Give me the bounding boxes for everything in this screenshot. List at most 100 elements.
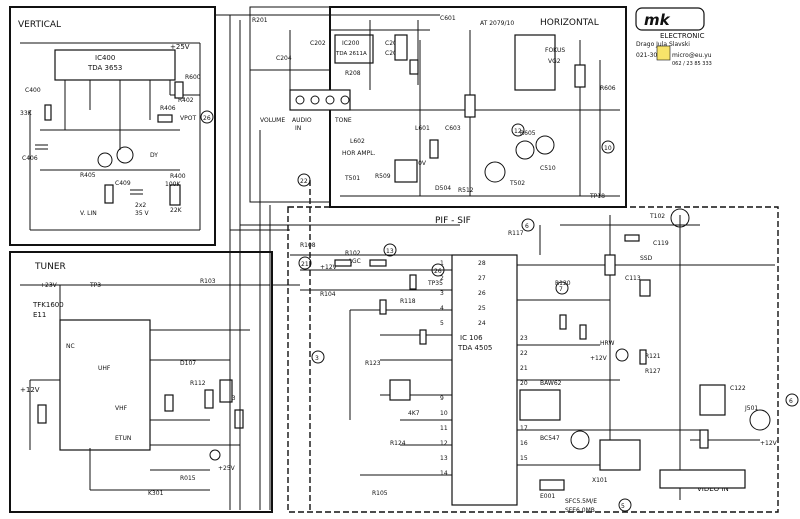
svg-text:HRW: HRW	[600, 340, 614, 347]
svg-text:K301: K301	[148, 490, 164, 497]
sf-filter	[539, 479, 565, 491]
label-horizontal: HORIZONTAL	[540, 18, 599, 28]
logo: mk ELECTRONIC Drago Jula Slavski 021-30 …	[635, 7, 712, 67]
svg-text:L602: L602	[350, 138, 365, 145]
vertical-section-box	[9, 6, 216, 246]
coil-l103	[389, 379, 411, 401]
svg-text:FOKUS: FOKUS	[545, 47, 565, 54]
svg-text:VG2: VG2	[548, 58, 561, 65]
svg-text:16: 16	[520, 440, 528, 447]
label-video-in: VIDEO IN	[697, 485, 729, 493]
node-12	[511, 123, 525, 137]
svg-text:26: 26	[434, 268, 442, 275]
svg-text:17: 17	[520, 425, 528, 432]
tuner-section-box	[9, 251, 273, 513]
svg-text:28: 28	[478, 260, 486, 267]
svg-text:R509: R509	[375, 173, 391, 180]
svg-text:25: 25	[478, 305, 486, 312]
svg-text:12: 12	[440, 440, 448, 447]
svg-text:14: 14	[440, 470, 448, 477]
svg-text:VOLUME: VOLUME	[260, 117, 285, 124]
node-26	[200, 110, 214, 124]
svg-text:R108: R108	[300, 242, 316, 249]
svg-text:IC200: IC200	[342, 40, 360, 47]
svg-text:R208: R208	[345, 70, 361, 77]
svg-text:C113: C113	[625, 275, 641, 282]
svg-text:ETUN: ETUN	[115, 435, 131, 442]
svg-text:22: 22	[520, 350, 528, 357]
svg-text:TDA 2611A: TDA 2611A	[335, 51, 367, 57]
plus25-label: +25V	[170, 43, 190, 51]
svg-text:R127: R127	[645, 368, 661, 375]
svg-text:1: 1	[440, 260, 444, 267]
svg-text:D504: D504	[435, 185, 451, 192]
svg-text:R400: R400	[170, 173, 186, 180]
svg-text:R402: R402	[178, 97, 194, 104]
svg-text:HOR AMPL.: HOR AMPL.	[342, 150, 376, 157]
svg-text:R112: R112	[190, 380, 206, 387]
svg-text:5: 5	[621, 503, 625, 510]
svg-text:R120: R120	[555, 280, 571, 287]
svg-text:2x2: 2x2	[135, 202, 146, 209]
svg-text:4: 4	[440, 305, 444, 312]
svg-text:BC547: BC547	[540, 435, 560, 442]
svg-text:R105: R105	[372, 490, 388, 497]
svg-text:R104: R104	[320, 291, 336, 298]
svg-text:T102: T102	[649, 213, 665, 220]
svg-text:BAW62: BAW62	[540, 380, 562, 387]
flyback-transformer	[514, 34, 556, 91]
svg-text:26: 26	[478, 290, 486, 297]
ic106-body	[451, 254, 518, 506]
node-6b	[785, 393, 799, 407]
svg-text:4K7: 4K7	[408, 410, 420, 417]
svg-text:+25V: +25V	[218, 465, 236, 472]
horizontal-block: AT 2079/10 FOKUS VG2 C601 L601 L602 HOR …	[340, 15, 620, 200]
video-in-connector	[659, 469, 746, 489]
svg-text:R606: R606	[600, 85, 616, 92]
svg-text:R123: R123	[365, 360, 381, 367]
svg-text:C406: C406	[22, 155, 38, 162]
volume-pots	[289, 89, 351, 111]
svg-text:9: 9	[440, 395, 444, 402]
svg-text:10: 10	[604, 145, 612, 152]
svg-text:L601: L601	[415, 125, 430, 132]
vertical-block: IC400 TDA 3653 DY +25V R600 R402 C400 33…	[20, 42, 214, 231]
pif-block: IC 106 TDA 4505 28 27 26 25 24 1 2 3 4 5…	[290, 173, 799, 514]
svg-text:IC 106: IC 106	[460, 334, 483, 342]
label-tuner: TUNER	[34, 262, 66, 272]
svg-text:23: 23	[520, 335, 528, 342]
ic400-body	[54, 49, 176, 81]
svg-text:VHF: VHF	[115, 405, 128, 412]
tuner-module	[59, 319, 151, 451]
svg-text:J501: J501	[744, 405, 758, 412]
svg-text:AT 2079/10: AT 2079/10	[480, 20, 514, 27]
ic200-body	[334, 34, 374, 64]
svg-text:R121: R121	[645, 353, 661, 360]
svg-text:SFE6.0MB: SFE6.0MB	[565, 507, 595, 514]
note-icon[interactable]	[656, 45, 671, 61]
svg-text:IN: IN	[295, 125, 301, 132]
t103-transistor	[570, 430, 590, 450]
svg-text:3: 3	[440, 290, 444, 297]
audio-block: IC200 TDA 2611A VOLUME AUDIO IN TONE R20…	[250, 17, 430, 132]
logo-email: micro@eu.yu	[672, 52, 712, 59]
node-a	[209, 449, 221, 461]
svg-text:C603: C603	[445, 125, 461, 132]
logo-sub: ELECTRONIC	[660, 32, 705, 40]
svg-text:12: 12	[514, 128, 522, 135]
svg-text:33K: 33K	[20, 110, 33, 117]
svg-text:AUDIO: AUDIO	[292, 117, 312, 124]
svg-text:SFC5.5M/E: SFC5.5M/E	[565, 498, 597, 505]
logo-brand: mk	[644, 11, 671, 29]
svg-text:7: 7	[559, 286, 563, 293]
svg-text:+12V: +12V	[590, 355, 608, 362]
svg-text:13: 13	[440, 455, 448, 462]
svg-text:24: 24	[478, 320, 486, 327]
svg-text:C207: C207	[385, 40, 401, 47]
svg-text:E11: E11	[33, 311, 46, 319]
svg-text:22: 22	[300, 178, 308, 185]
svg-text:+12V: +12V	[320, 264, 338, 271]
svg-text:21: 21	[520, 365, 528, 372]
baw62-block	[519, 389, 561, 421]
